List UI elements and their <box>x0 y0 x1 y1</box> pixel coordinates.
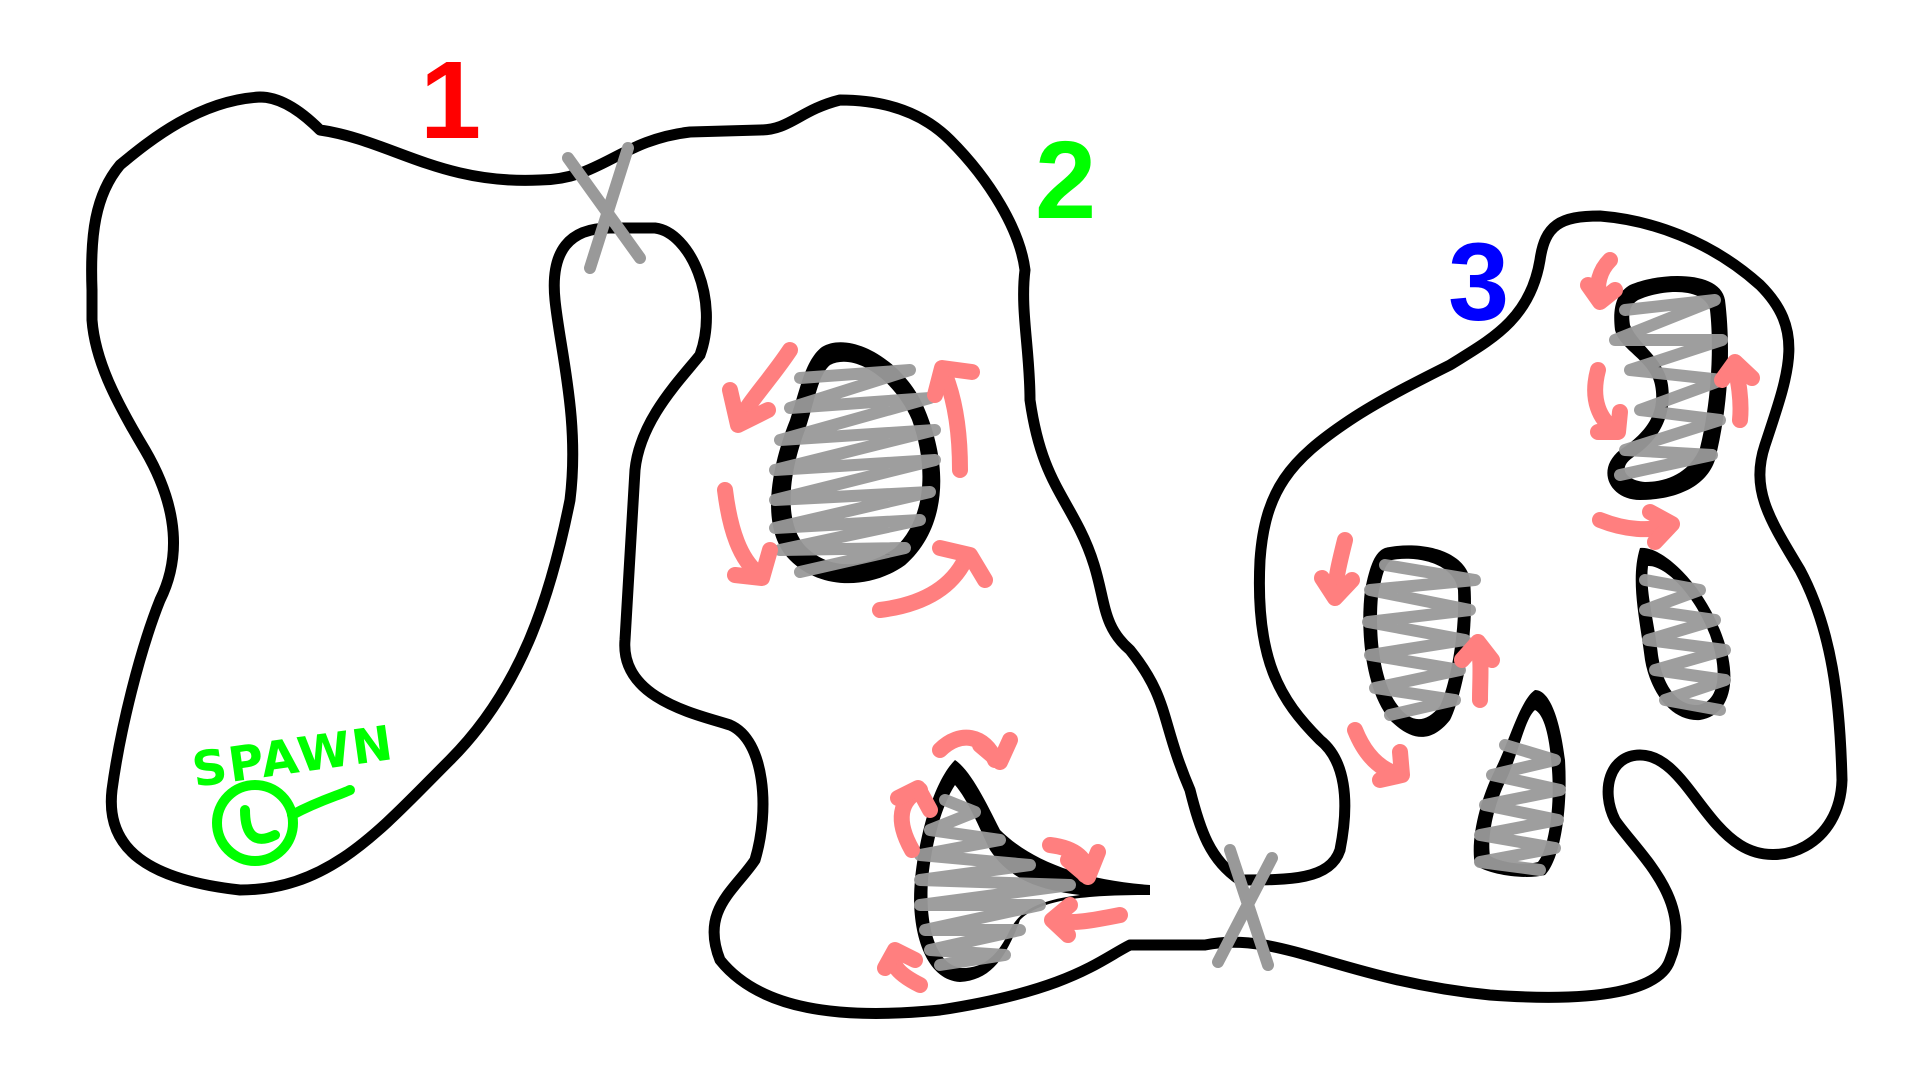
hatch-zone3-right <box>1639 574 1731 716</box>
hatch-zone3-bottom <box>1474 739 1566 876</box>
blocked-gate-2-3 <box>1212 844 1278 971</box>
blocked-gate-1-2 <box>562 142 646 274</box>
hatch-zone3-left <box>1362 559 1481 721</box>
spawn-label: SPAWN <box>189 715 398 799</box>
zone-2-label: 2 <box>1035 119 1096 242</box>
zone-1-label: 1 <box>420 39 481 162</box>
zone-3-label: 3 <box>1448 221 1509 344</box>
flow-arrows <box>717 252 1760 993</box>
hatch-zone2-upper <box>769 364 941 578</box>
hatch-zone2-lower <box>914 794 1076 971</box>
map-outline <box>86 91 1848 1019</box>
